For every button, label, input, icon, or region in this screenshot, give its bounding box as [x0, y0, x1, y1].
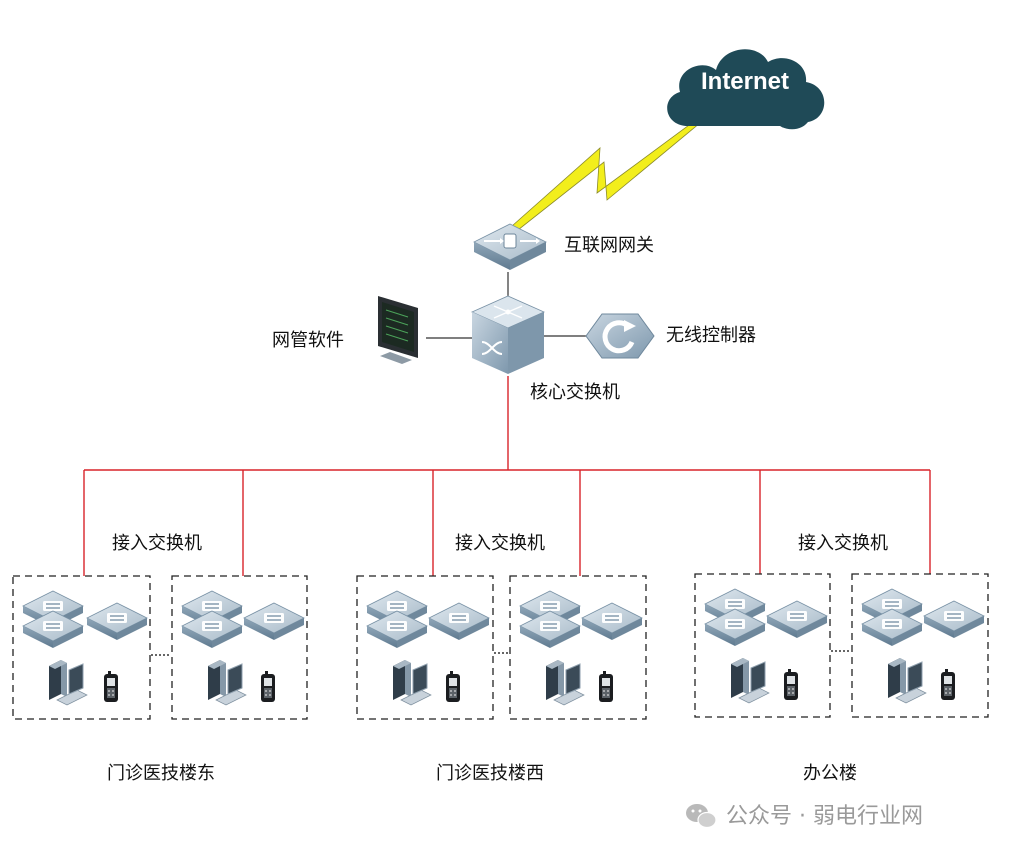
access-group-box [12, 575, 151, 720]
nms-label: 网管软件 [272, 330, 344, 351]
box-content [366, 590, 490, 706]
access-switch-label: 接入交换机 [798, 533, 888, 554]
access-group-box [171, 575, 308, 720]
gateway-label: 互联网网关 [564, 235, 654, 256]
gateway-router-icon [473, 223, 547, 270]
access-switch-label: 接入交换机 [112, 533, 202, 554]
wechat-icon [686, 804, 717, 829]
box-content [181, 590, 305, 706]
monitor-icon [378, 296, 418, 364]
core-switch-icon [471, 295, 545, 374]
box-content [22, 590, 148, 706]
access-switch-label: 接入交换机 [455, 533, 545, 554]
internet-label: Internet [701, 68, 789, 95]
wireless-controller-icon [585, 313, 655, 359]
building-label: 门诊医技楼西 [436, 763, 544, 784]
box-content [704, 588, 828, 704]
wan-link-lightning [511, 113, 707, 231]
building-label: 门诊医技楼东 [107, 763, 215, 784]
internet-cloud-icon [667, 49, 825, 130]
wlc-label: 无线控制器 [666, 325, 756, 346]
watermark-text: 公众号 · 弱电行业网 [726, 804, 923, 829]
access-group-box [694, 573, 831, 718]
access-group-box [851, 573, 989, 718]
red-link-lines [83, 376, 931, 576]
core-switch-label: 核心交换机 [530, 382, 620, 403]
access-group-box [356, 575, 494, 720]
box-content [519, 590, 643, 706]
access-group-box [509, 575, 647, 720]
box-content [861, 588, 985, 704]
building-label: 办公楼 [803, 763, 857, 784]
